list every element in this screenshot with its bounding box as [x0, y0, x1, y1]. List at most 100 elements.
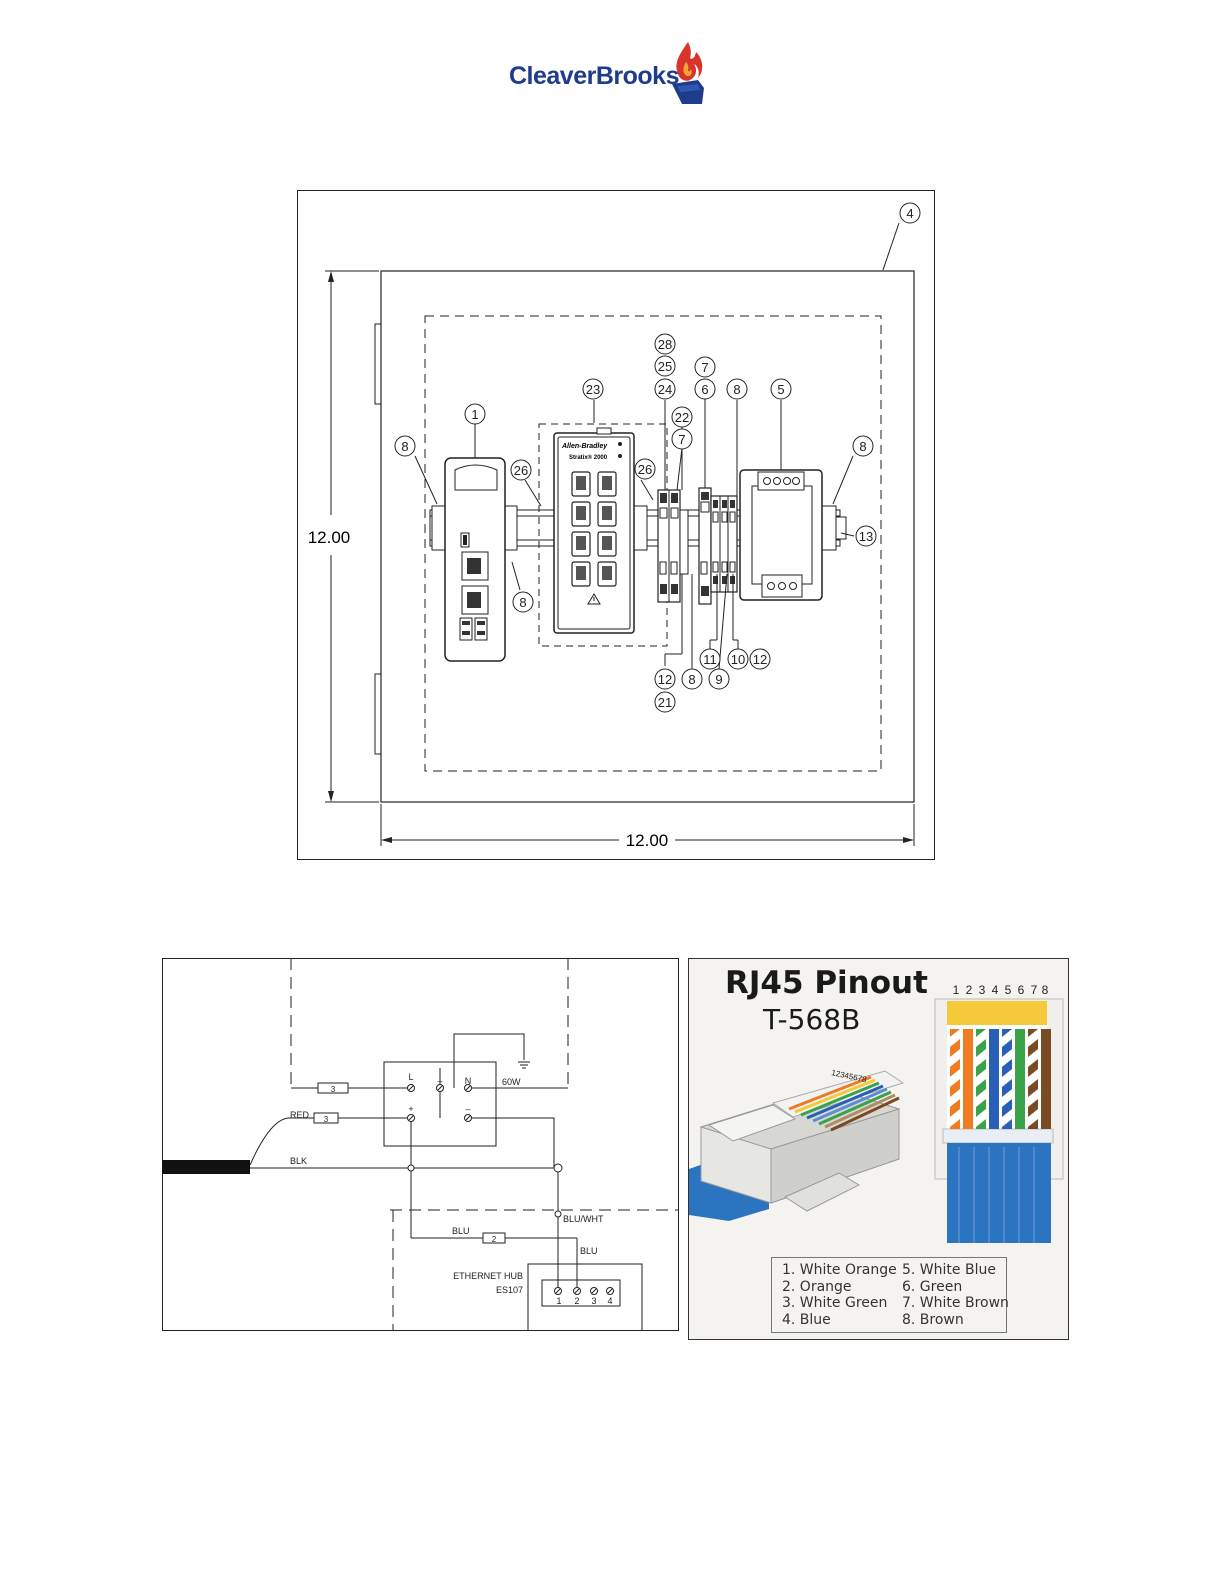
legend-column-left: 1. White Orange 2. Orange 3. White Green… — [782, 1262, 897, 1328]
enclosure-layout-drawing: 12.00 12.00 — [297, 190, 935, 860]
wire-8-brown — [1041, 1029, 1051, 1129]
balloon-22 — [671, 406, 693, 428]
hub-terminals — [554, 1287, 614, 1295]
label-red: RED — [290, 1110, 310, 1120]
power-supply-block — [383, 1061, 497, 1147]
balloon-6-label: 6 — [701, 382, 708, 397]
end-stop-right — [821, 505, 837, 551]
balloon-9 — [708, 668, 730, 690]
balloon-26a — [510, 459, 532, 481]
balloon-13-label: 13 — [859, 529, 873, 544]
psu-terminals — [407, 1084, 472, 1122]
schematic-border — [162, 958, 679, 1331]
balloon-21 — [654, 691, 676, 713]
label-blu: BLU — [452, 1226, 470, 1236]
balloon-8b-label: 8 — [519, 595, 526, 610]
label-fuse-3a: 3 — [331, 1085, 336, 1094]
wire-6-green — [1015, 1029, 1025, 1129]
balloon-26b — [634, 458, 656, 480]
balloon-7a — [671, 428, 693, 450]
logo-wordmark: CleaverBrooks® — [509, 62, 686, 91]
balloon-8d — [852, 435, 874, 457]
balloon-8d-label: 8 — [859, 439, 866, 454]
balloon-22-label: 22 — [675, 410, 689, 425]
cleaver-brooks-logo: CleaverBrooks® — [505, 40, 710, 110]
label-hub-id: ES107 — [496, 1285, 523, 1295]
label-t4: 4 — [607, 1296, 612, 1306]
label-t1: 1 — [556, 1296, 561, 1306]
dimension-height: 12.00 — [308, 270, 379, 803]
pin-number-2: 2 — [966, 983, 973, 997]
end-stop-mid — [632, 505, 648, 551]
balloon-10-label: 10 — [731, 652, 745, 667]
hinge-bottom — [374, 673, 382, 755]
balloon-12a — [654, 668, 676, 690]
wiring-schematic: L N – + – 60W RED BLK BLU BLU/WHT BLU 3 … — [162, 958, 679, 1331]
switch-dashed-outline — [538, 423, 668, 647]
legend-item-7: 7. White Brown — [902, 1295, 1009, 1311]
balloon-9-label: 9 — [715, 672, 722, 687]
label-t3: 3 — [591, 1296, 596, 1306]
balloon-1-label: 1 — [471, 407, 478, 422]
dimension-height-label: 12.00 — [308, 528, 351, 547]
terminal-block-group-2 — [698, 487, 738, 605]
controller-module — [444, 457, 506, 662]
rj45-pinout-figure: RJ45 Pinout T-568B 1 2 3 4 5 6 7 8 — [688, 958, 1069, 1340]
pin-number-3: 3 — [979, 983, 986, 997]
balloon-24 — [654, 378, 676, 400]
label-minus-1: – — [437, 1076, 442, 1086]
switch-model-label: Stratix® 2000 — [569, 454, 608, 461]
label-minus-2: – — [465, 1104, 470, 1114]
backplate-outline — [424, 315, 882, 772]
power-cable — [162, 1160, 250, 1174]
hub-terminal-strip — [541, 1279, 621, 1307]
pin-number-7: 7 — [1031, 983, 1038, 997]
label-n: N — [465, 1076, 472, 1086]
wire-2-orange — [963, 1029, 973, 1129]
dimension-width: 12.00 — [380, 804, 915, 850]
dimension-width-label: 12.00 — [626, 831, 669, 850]
enclosure-outline — [380, 270, 915, 803]
label-blu-wht: BLU/WHT — [563, 1214, 604, 1224]
rail-end — [835, 516, 847, 540]
balloon-8c-label: 8 — [733, 382, 740, 397]
balloon-8e — [681, 668, 703, 690]
rj45-subtitle: T-568B — [763, 1003, 861, 1036]
wire-4-blue — [989, 1029, 999, 1129]
pin-number-6: 6 — [1018, 983, 1025, 997]
terminal-block-group-1 — [657, 489, 689, 603]
balloon-28 — [654, 333, 676, 355]
fuse-blu — [482, 1232, 506, 1244]
label-blu-2: BLU — [580, 1246, 598, 1256]
label-fuse-3b: 3 — [324, 1115, 329, 1124]
balloon-11 — [699, 648, 721, 670]
balloon-13 — [855, 525, 877, 547]
label-60w: 60W — [502, 1077, 521, 1087]
label-hub-name: ETHERNET HUB — [453, 1271, 523, 1281]
rj45-illustration: 1 2 3 4 5 6 7 8 — [689, 983, 1064, 1243]
legend-item-1: 1. White Orange — [782, 1262, 897, 1278]
rj45-legend: 1. White Orange 2. Orange 3. White Green… — [771, 1257, 1009, 1333]
balloon-8a-label: 8 — [401, 439, 408, 454]
balloon-11-label: 11 — [703, 652, 717, 667]
flame-hand-icon — [672, 42, 704, 104]
legend-item-2: 2. Orange — [782, 1278, 852, 1295]
schematic-labels: L N – + – 60W RED BLK BLU BLU/WHT BLU 3 … — [290, 1072, 613, 1306]
balloon-group — [394, 202, 921, 713]
logo-text-cleaver: Cleaver — [509, 62, 596, 90]
pin-number-1: 1 — [953, 983, 960, 997]
balloon-23 — [582, 378, 604, 400]
power-supply — [739, 469, 823, 601]
balloon-25-label: 25 — [658, 359, 672, 374]
balloon-7a-label: 7 — [678, 432, 685, 447]
legend-item-6: 6. Green — [902, 1278, 963, 1295]
balloon-8e-label: 8 — [688, 672, 695, 687]
balloon-26a-label: 26 — [514, 463, 528, 478]
balloon-5-label: 5 — [777, 382, 784, 397]
legend-item-4: 4. Blue — [782, 1311, 831, 1328]
balloon-7b-label: 7 — [701, 360, 708, 375]
hinge-top — [374, 323, 382, 405]
legend-item-3: 3. White Green — [782, 1295, 888, 1311]
pin-number-5: 5 — [1005, 983, 1012, 997]
junction-point — [553, 1163, 563, 1173]
